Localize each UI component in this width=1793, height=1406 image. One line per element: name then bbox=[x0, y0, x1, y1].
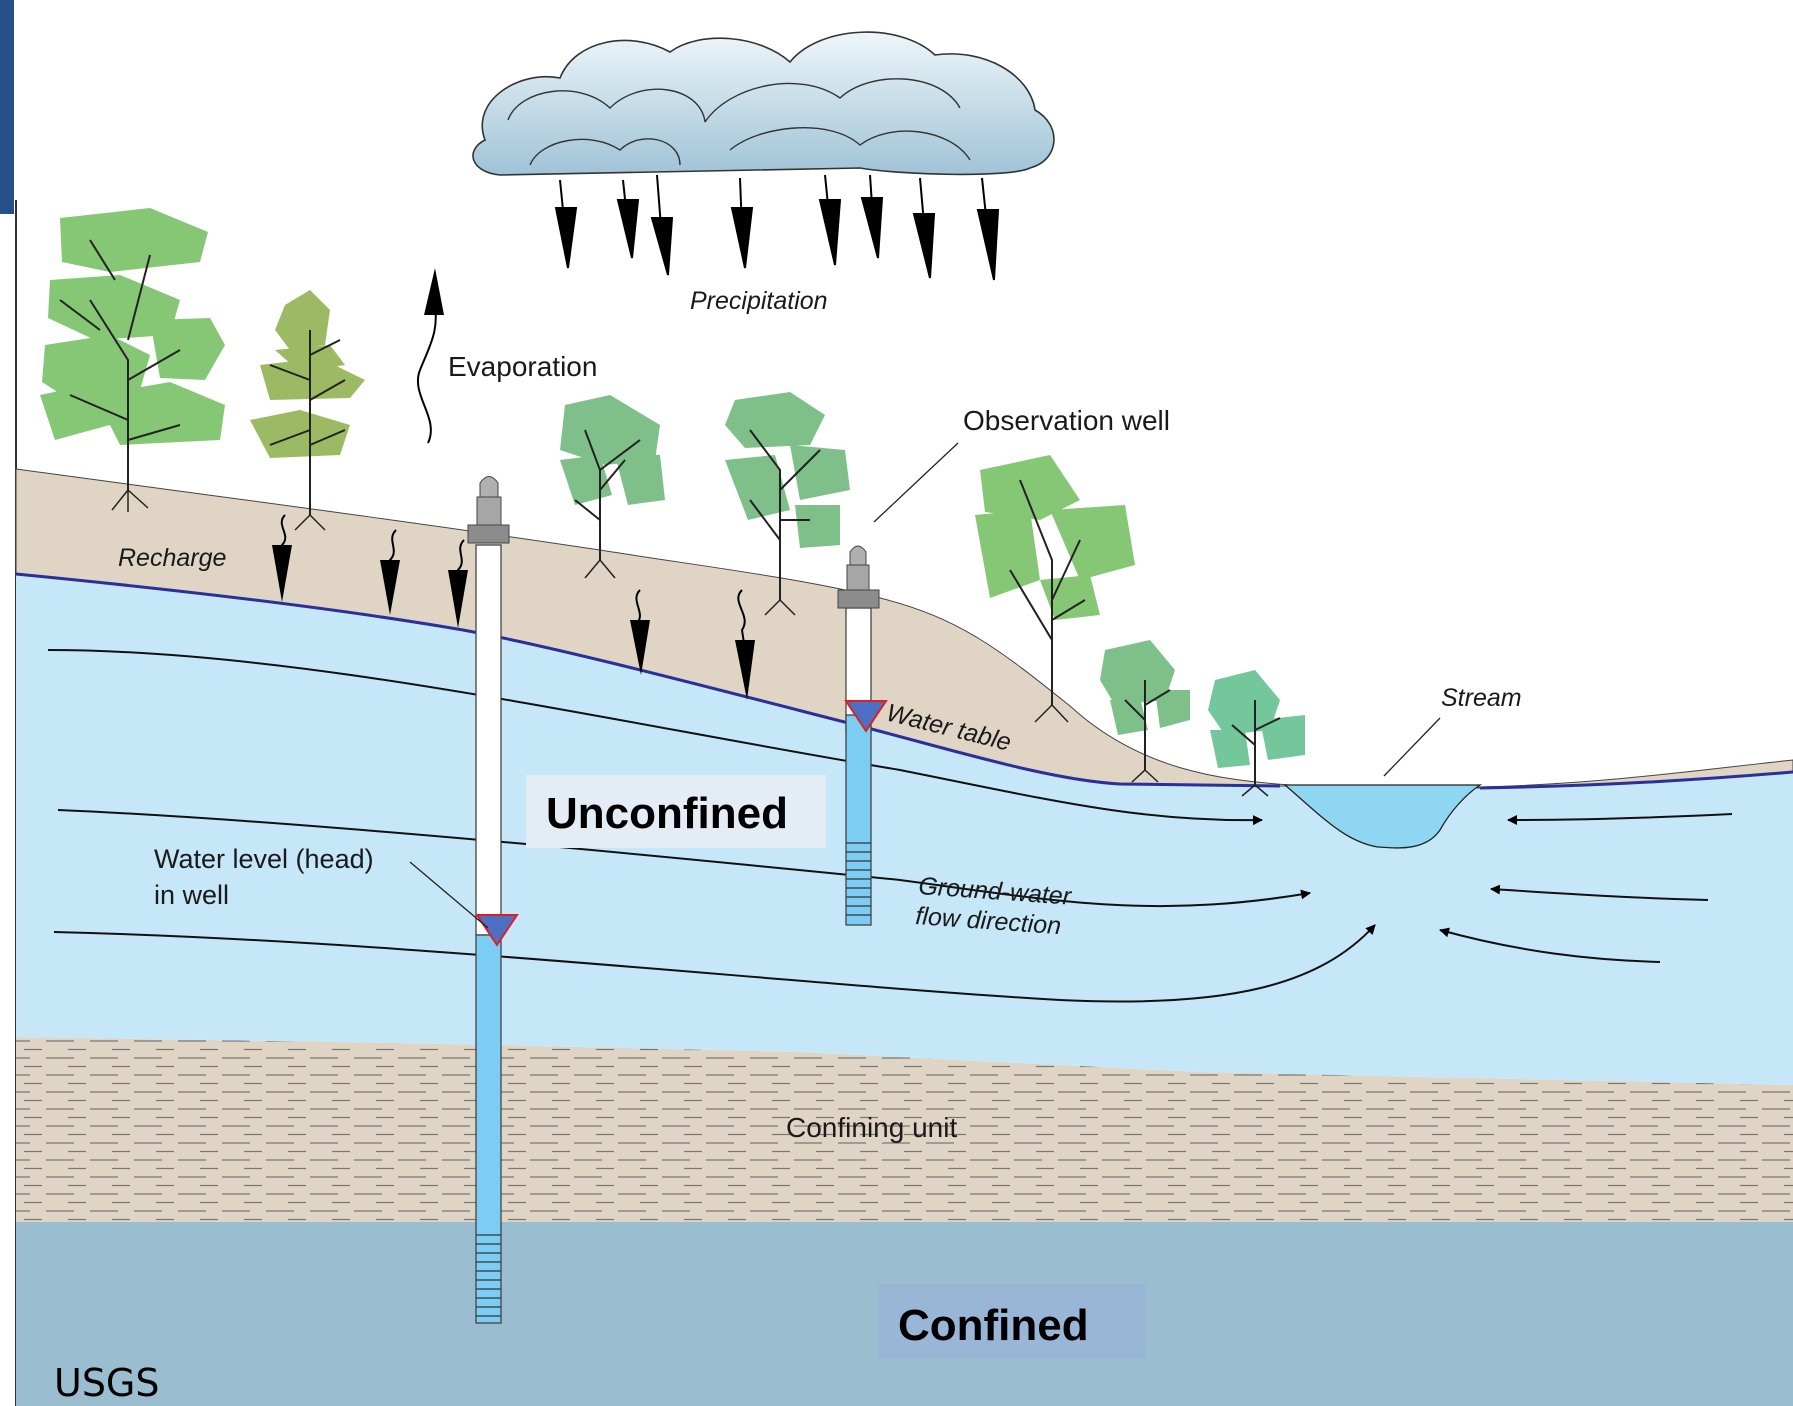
flow-line-right-3 bbox=[1439, 927, 1661, 963]
stream-label: Stream bbox=[1441, 684, 1522, 712]
well-cap-icon bbox=[837, 545, 880, 609]
unconfined-label: Unconfined bbox=[546, 789, 788, 838]
recharge-arrow-icon bbox=[735, 589, 755, 700]
stream-leader bbox=[1383, 717, 1441, 777]
confining-unit-pattern bbox=[16, 1037, 1793, 1222]
recharge-label: Recharge bbox=[118, 544, 226, 572]
precipitation-label: Precipitation bbox=[690, 287, 828, 315]
rain-arrow-icon bbox=[818, 174, 842, 266]
evaporation-arrow-icon bbox=[417, 268, 444, 444]
water-level-label-line2: in well bbox=[154, 880, 229, 910]
stream bbox=[1283, 784, 1483, 849]
unconfined-aquifer-layer bbox=[16, 574, 1793, 1085]
recharge-arrow-icon bbox=[448, 539, 468, 628]
recharge-arrows bbox=[272, 514, 755, 700]
confined-label-box bbox=[878, 1284, 1146, 1358]
rain-arrow-icon bbox=[860, 174, 884, 259]
confined-label: Confined bbox=[898, 1301, 1089, 1350]
head-marker-icon bbox=[844, 700, 888, 733]
flow-line-right-1 bbox=[1507, 813, 1733, 825]
tree-icon bbox=[250, 290, 365, 531]
source-credit: USGS bbox=[54, 1361, 160, 1405]
rain-arrow-icon bbox=[730, 177, 754, 269]
left-edge-strip bbox=[0, 0, 14, 214]
flow-line-1 bbox=[47, 649, 1263, 826]
well-screen-icon bbox=[846, 842, 871, 916]
evaporation-label: Evaporation bbox=[448, 351, 597, 382]
tree-icon bbox=[975, 455, 1135, 723]
cloud-icon bbox=[472, 31, 1055, 176]
observation-well-leader bbox=[873, 442, 959, 523]
observation-well bbox=[837, 545, 888, 926]
rain-arrow-icon bbox=[976, 177, 1000, 281]
tree-icon bbox=[725, 392, 850, 616]
tree-icon bbox=[1208, 670, 1305, 797]
observation-well-water bbox=[845, 714, 872, 926]
water-level-leader bbox=[409, 861, 489, 929]
flow-line-2 bbox=[57, 809, 1311, 908]
tree-icon bbox=[40, 208, 225, 512]
well-cap-icon bbox=[467, 476, 510, 544]
flow-lines bbox=[47, 649, 1733, 1003]
rain-arrow-icon bbox=[912, 177, 936, 279]
precipitation-arrows bbox=[554, 174, 1000, 281]
flow-line-3 bbox=[53, 924, 1376, 1003]
flow-line-right-2 bbox=[1490, 884, 1709, 901]
deep-well-water bbox=[475, 934, 502, 1324]
recharge-arrow-icon bbox=[272, 514, 292, 602]
observation-well-label: Observation well bbox=[963, 405, 1170, 436]
confining-unit-label: Confining unit bbox=[786, 1112, 957, 1143]
water-table-line bbox=[15, 572, 1281, 788]
water-table-line-right bbox=[1479, 770, 1793, 790]
deep-well-casing bbox=[475, 544, 502, 936]
water-level-label-line1: Water level (head) bbox=[154, 844, 374, 874]
well-screen-icon bbox=[476, 1234, 501, 1317]
recharge-arrow-icon bbox=[380, 529, 400, 615]
rain-arrow-icon bbox=[616, 179, 640, 259]
rain-arrow-icon bbox=[554, 179, 578, 269]
unconfined-label-box bbox=[526, 775, 826, 848]
deep-well bbox=[467, 476, 519, 1324]
tree-icon bbox=[560, 395, 665, 579]
tree-icon bbox=[1100, 640, 1190, 783]
recharge-arrow-icon bbox=[630, 589, 650, 675]
head-marker-icon bbox=[475, 914, 519, 947]
rain-arrow-icon bbox=[650, 174, 674, 276]
